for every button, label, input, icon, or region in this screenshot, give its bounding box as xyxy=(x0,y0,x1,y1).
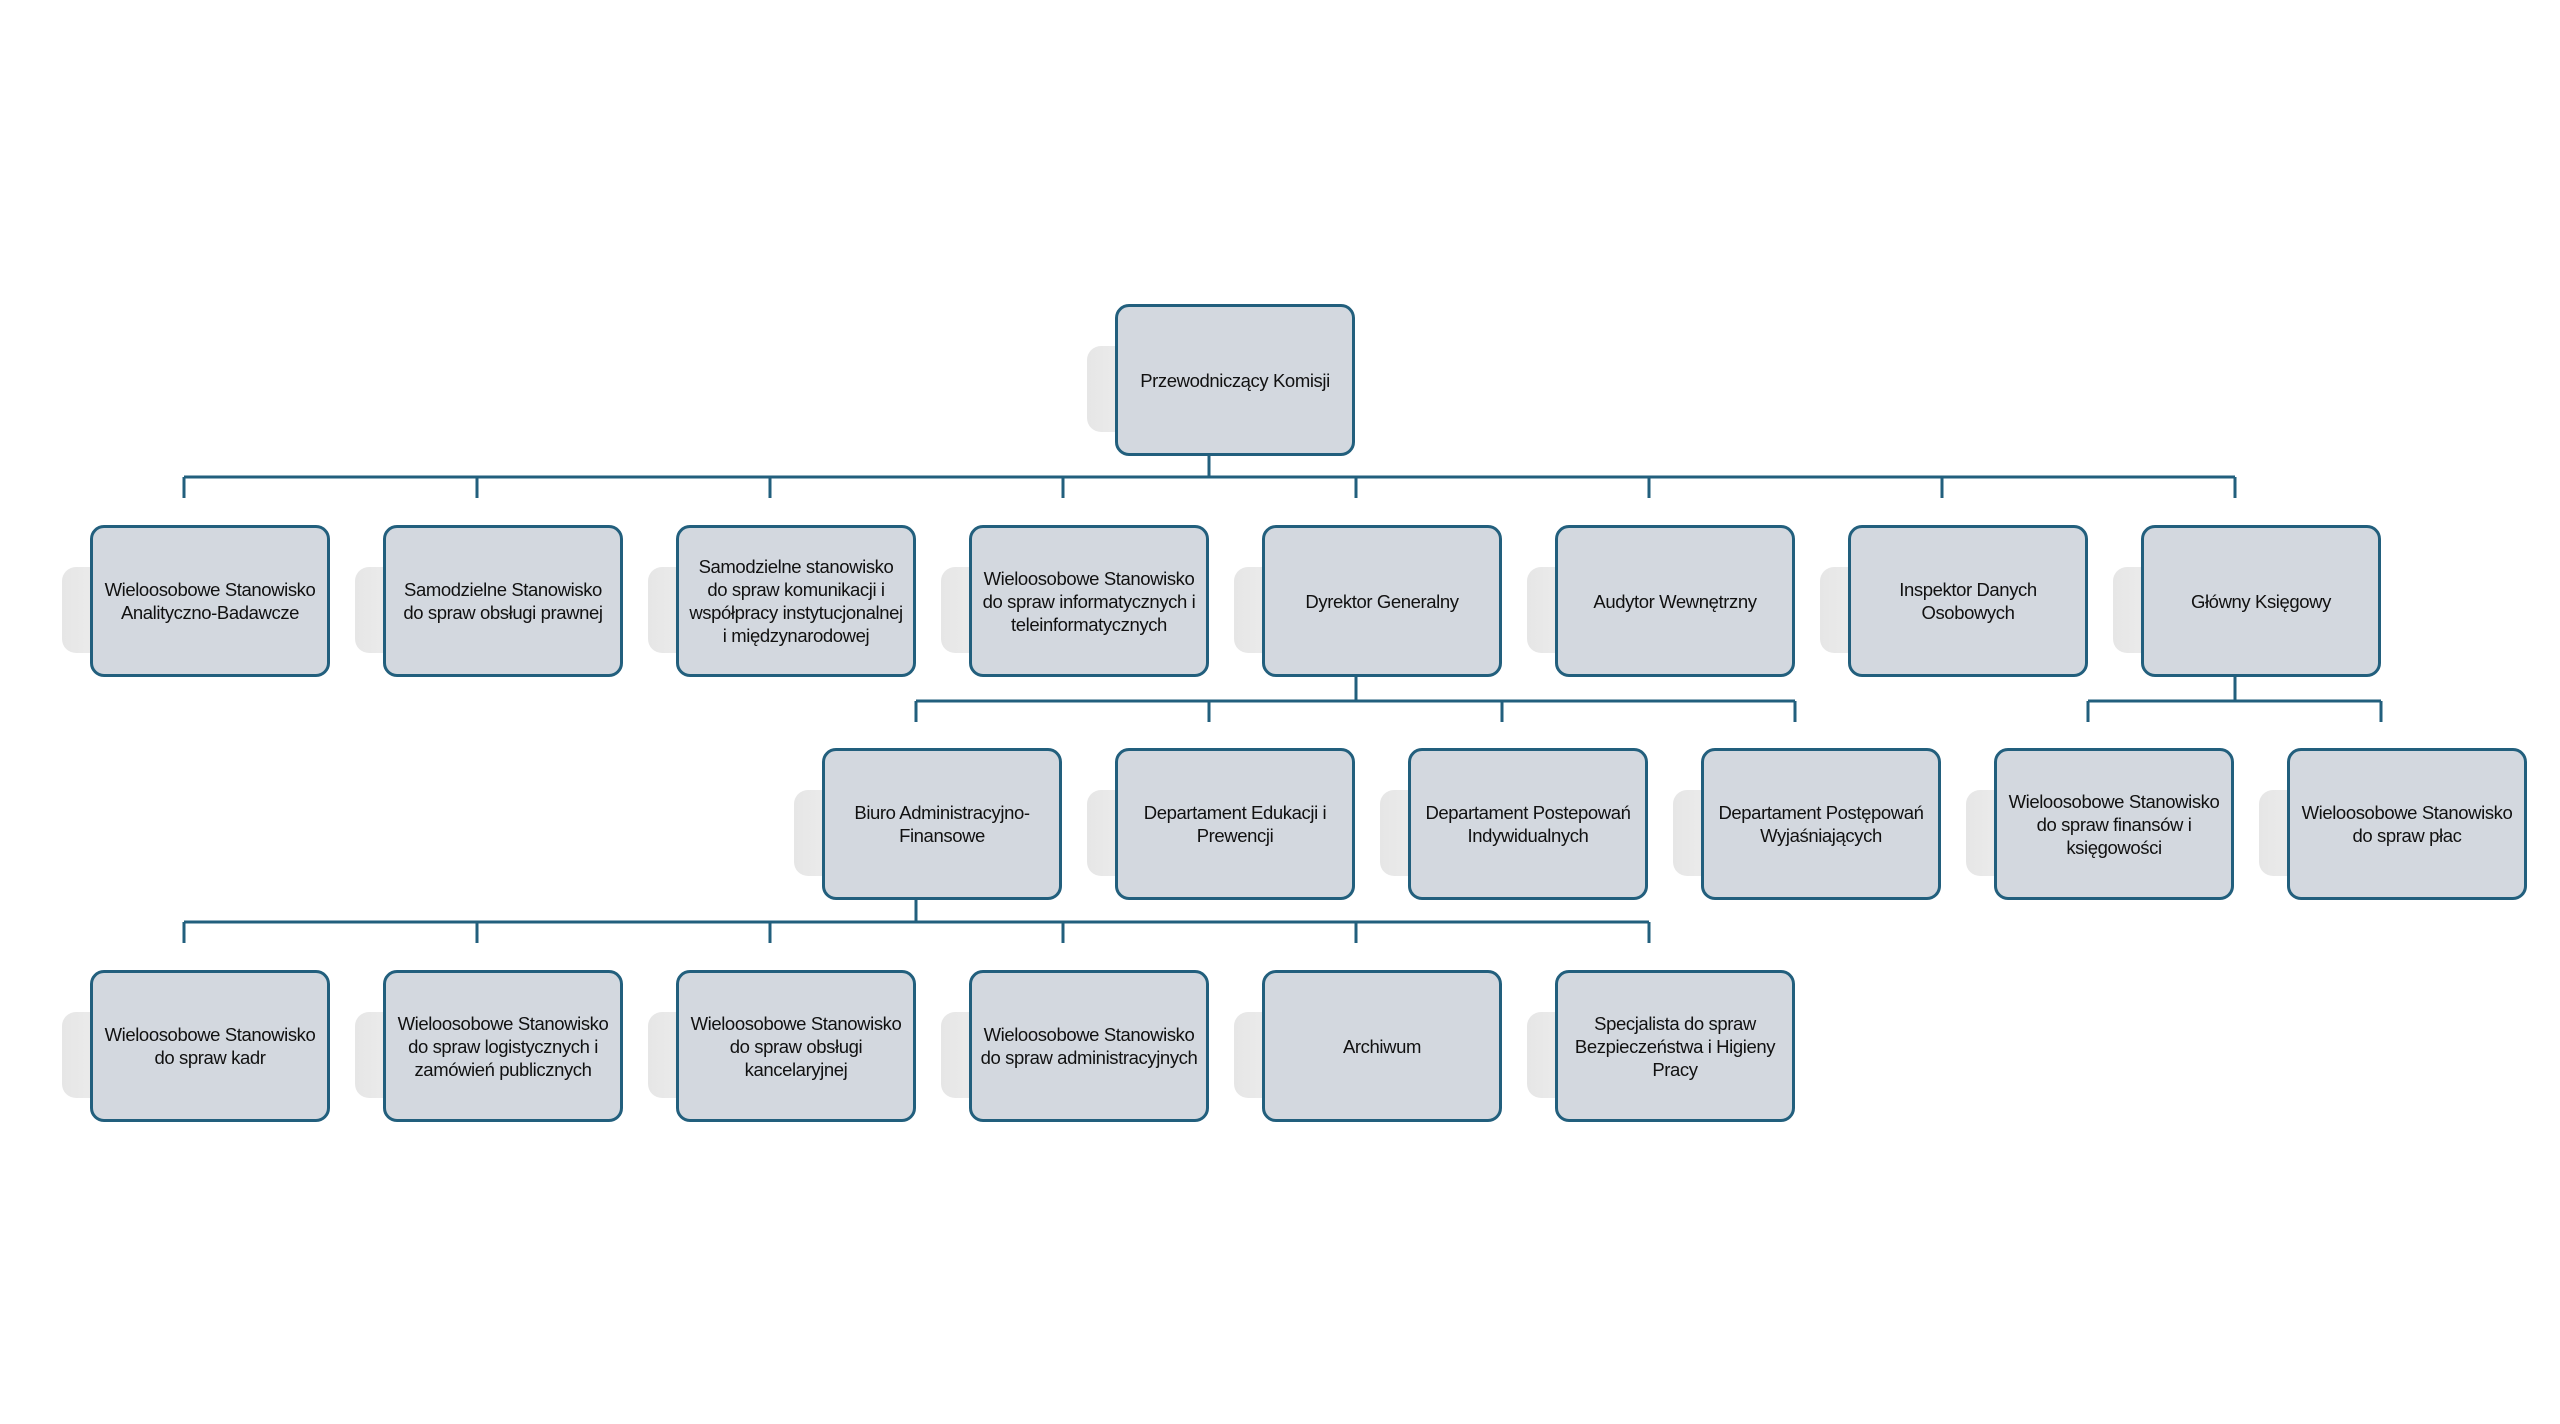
org-node-department: Departament Edukacji i Prewencji xyxy=(1087,748,1355,900)
node-label: Biuro Administracyjno-Finansowe xyxy=(822,748,1062,900)
org-node-biuro-child: Wieloosobowe Stanowisko do spraw kadr xyxy=(62,970,330,1122)
node-label: Archiwum xyxy=(1262,970,1502,1122)
node-label: Główny Księgowy xyxy=(2141,525,2381,677)
org-node-level1: Audytor Wewnętrzny xyxy=(1527,525,1795,677)
node-label: Specjalista do spraw Bezpieczeństwa i Hi… xyxy=(1555,970,1795,1122)
dyrektor-connectors xyxy=(914,676,1797,722)
node-label: Audytor Wewnętrzny xyxy=(1555,525,1795,677)
org-node-ksiegowy-child: Wieloosobowe Stanowisko do spraw płac xyxy=(2259,748,2527,900)
org-node-biuro-child: Specjalista do spraw Bezpieczeństwa i Hi… xyxy=(1527,970,1795,1122)
org-node-biuro-child: Wieloosobowe Stanowisko do spraw obsługi… xyxy=(648,970,916,1122)
org-node-ksiegowy: Główny Księgowy xyxy=(2113,525,2381,677)
org-node-level1: Wieloosobowe Stanowisko do spraw informa… xyxy=(941,525,1209,677)
org-node-ksiegowy-child: Wieloosobowe Stanowisko do spraw finansó… xyxy=(1966,748,2234,900)
node-label: Departament Edukacji i Prewencji xyxy=(1115,748,1355,900)
node-label: Wieloosobowe Stanowisko do spraw finansó… xyxy=(1994,748,2234,900)
node-label: Departament Postępowań Wyjaśniających xyxy=(1701,748,1941,900)
org-node-level1: Inspektor Danych Osobowych xyxy=(1820,525,2088,677)
node-label: Wieloosobowe Stanowisko do spraw logisty… xyxy=(383,970,623,1122)
root-connectors xyxy=(182,456,2237,498)
org-node-biuro-child: Wieloosobowe Stanowisko do spraw adminis… xyxy=(941,970,1209,1122)
node-label: Dyrektor Generalny xyxy=(1262,525,1502,677)
org-node-biuro-child: Wieloosobowe Stanowisko do spraw logisty… xyxy=(355,970,623,1122)
node-label: Samodzielne stanowisko do spraw komunika… xyxy=(676,525,916,677)
node-label: Samodzielne Stanowisko do spraw obsługi … xyxy=(383,525,623,677)
org-node-biuro: Biuro Administracyjno-Finansowe xyxy=(794,748,1062,900)
node-label: Wieloosobowe Stanowisko do spraw informa… xyxy=(969,525,1209,677)
node-label: Wieloosobowe Stanowisko do spraw płac xyxy=(2287,748,2527,900)
node-label: Wieloosobowe Stanowisko do spraw adminis… xyxy=(969,970,1209,1122)
biuro-connectors xyxy=(182,900,1651,943)
node-label: Wieloosobowe Stanowisko do spraw obsługi… xyxy=(676,970,916,1122)
node-label: Wieloosobowe Stanowisko Analityczno-Bada… xyxy=(90,525,330,677)
ksiegowy-connectors xyxy=(2086,676,2383,722)
org-node-level1: Wieloosobowe Stanowisko Analityczno-Bada… xyxy=(62,525,330,677)
org-node-dyrektor: Dyrektor Generalny xyxy=(1234,525,1502,677)
node-label: Inspektor Danych Osobowych xyxy=(1848,525,2088,677)
org-node-biuro-child: Archiwum xyxy=(1234,970,1502,1122)
org-node-level1: Samodzielne stanowisko do spraw komunika… xyxy=(648,525,916,677)
node-label: Przewodniczący Komisji xyxy=(1115,304,1355,456)
org-node-root: Przewodniczący Komisji xyxy=(1087,304,1355,456)
org-node-level1: Samodzielne Stanowisko do spraw obsługi … xyxy=(355,525,623,677)
org-node-department: Departament Postępowań Wyjaśniających xyxy=(1673,748,1941,900)
node-label: Departament Postepowań Indywidualnych xyxy=(1408,748,1648,900)
org-node-department: Departament Postepowań Indywidualnych xyxy=(1380,748,1648,900)
node-label: Wieloosobowe Stanowisko do spraw kadr xyxy=(90,970,330,1122)
